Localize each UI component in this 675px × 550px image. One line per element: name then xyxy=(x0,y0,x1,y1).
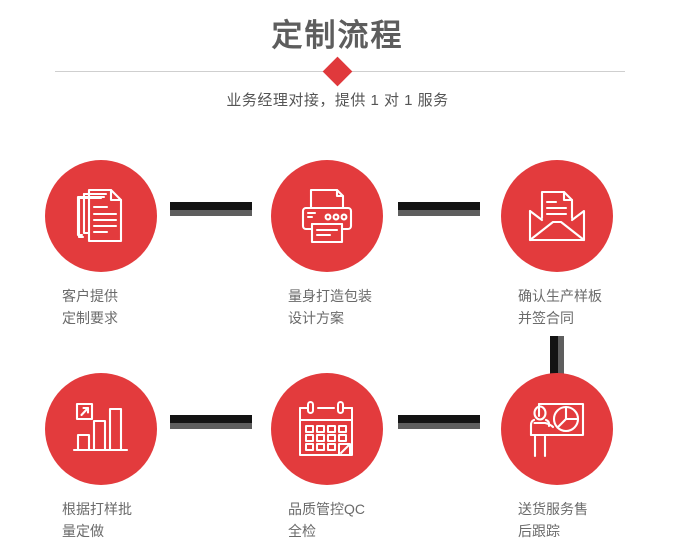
calendar-check-icon xyxy=(296,399,358,459)
connector-bar-gray xyxy=(398,423,480,429)
step-3-label: 确认生产样板 并签合同 xyxy=(518,288,602,326)
diamond-icon xyxy=(322,56,353,87)
documents-stack-icon xyxy=(70,185,132,247)
connector-bar-gray xyxy=(558,336,564,378)
page-subtitle: 业务经理对接，提供 1 对 1 服务 xyxy=(226,92,449,109)
connector-bar-gray xyxy=(170,423,252,429)
connector-bar-dark xyxy=(398,202,480,210)
connector-bar-gray xyxy=(398,210,480,216)
step-5-circle xyxy=(271,373,383,485)
envelope-document-icon xyxy=(525,187,589,245)
step-4-label: 根据打样批 量定做 xyxy=(62,501,132,539)
step-4-circle xyxy=(45,373,157,485)
page-title: 定制流程 xyxy=(271,18,404,53)
bar-chart-growth-icon xyxy=(71,400,131,458)
step-2-label: 量身打造包装 设计方案 xyxy=(288,288,372,326)
connector-bar-gray xyxy=(170,210,252,216)
connector-bar-dark xyxy=(170,202,252,210)
connector-bar-dark xyxy=(170,415,252,423)
step-6-label: 送货服务售 后跟踪 xyxy=(518,501,588,539)
step-5-label: 品质管控QC 全检 xyxy=(288,501,365,539)
connector-bar-dark xyxy=(398,415,480,423)
presenter-piechart-icon xyxy=(525,399,589,459)
connector-horizontal-4 xyxy=(398,415,480,429)
step-2-circle xyxy=(271,160,383,272)
connector-bar-dark xyxy=(550,336,558,378)
step-1-circle xyxy=(45,160,157,272)
header-divider xyxy=(55,56,625,87)
printer-icon xyxy=(295,185,359,247)
connector-vertical-1 xyxy=(550,336,564,378)
step-6-circle xyxy=(501,373,613,485)
connector-horizontal-3 xyxy=(170,415,252,429)
step-1-label: 客户提供 定制要求 xyxy=(62,288,118,326)
connector-horizontal-1 xyxy=(170,202,252,216)
step-3-circle xyxy=(501,160,613,272)
connector-horizontal-2 xyxy=(398,202,480,216)
